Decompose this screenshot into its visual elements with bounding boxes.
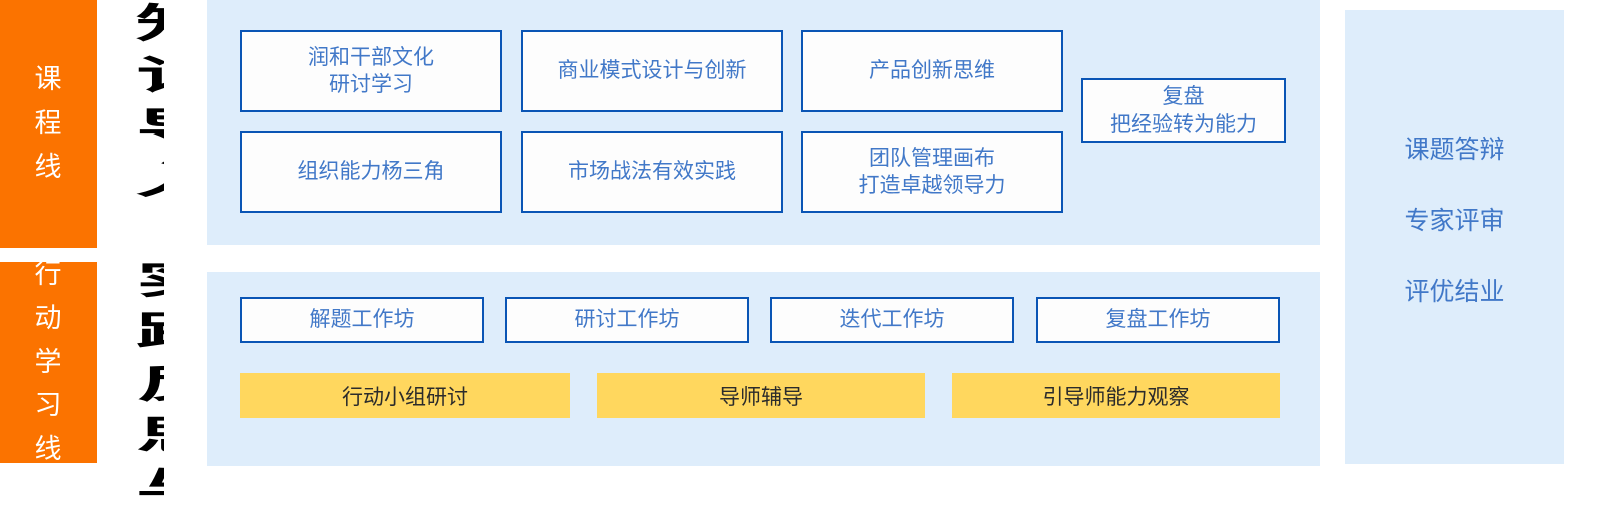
stage-label-text: 实践反思与赋能	[121, 258, 164, 509]
course-box-label: 复盘 把经验转为能力	[1110, 85, 1257, 136]
workshop-box-3[interactable]: 迭代工作坊	[770, 297, 1014, 343]
track-label-course-line: 课 程 线	[0, 0, 97, 248]
track-char: 动	[34, 302, 63, 333]
course-box-1[interactable]: 润和干部文化 研讨学习	[240, 30, 502, 112]
workshop-label: 复盘工作坊	[1105, 308, 1211, 332]
workshop-box-1[interactable]: 解题工作坊	[240, 297, 484, 343]
course-box-label: 组织能力杨三角	[297, 160, 445, 184]
course-box-label: 团队管理画布 打造卓越领导力	[858, 146, 1006, 197]
workshop-label: 迭代工作坊	[839, 308, 945, 332]
stage-label-text: 知识导入	[121, 2, 164, 210]
track-char: 行	[34, 259, 63, 290]
track-char: 程	[34, 108, 63, 139]
track-char: 习	[34, 390, 63, 421]
evaluation-item-expert-review[interactable]: 专家评审	[1404, 207, 1505, 235]
track-label-action-learning-line: 行 动 学 习 线	[0, 259, 97, 464]
track-char: 课	[34, 64, 63, 95]
evaluation-panel	[1345, 10, 1564, 464]
activity-bar-1[interactable]: 行动小组研讨	[240, 373, 570, 418]
track-char: 线	[34, 151, 63, 182]
course-box-4[interactable]: 组织能力杨三角	[240, 131, 502, 213]
course-box-review[interactable]: 复盘 把经验转为能力	[1081, 78, 1286, 143]
course-box-label: 市场战法有效实践	[568, 160, 736, 184]
course-box-6[interactable]: 团队管理画布 打造卓越领导力	[801, 131, 1063, 213]
stage-label-knowledge-input: 知识导入	[112, 2, 164, 246]
track-char: 学	[34, 346, 63, 377]
activity-label: 引导师能力观察	[1042, 385, 1190, 409]
course-box-label: 商业模式设计与创新	[557, 59, 747, 83]
workshop-label: 研讨工作坊	[574, 308, 680, 332]
activity-bar-2[interactable]: 导师辅导	[597, 373, 925, 418]
activity-bar-3[interactable]: 引导师能力观察	[952, 373, 1280, 418]
evaluation-item-graduation[interactable]: 评优结业	[1404, 278, 1505, 306]
workshop-box-2[interactable]: 研讨工作坊	[505, 297, 749, 343]
course-box-5[interactable]: 市场战法有效实践	[521, 131, 783, 213]
workshop-label: 解题工作坊	[309, 308, 415, 332]
course-box-2[interactable]: 商业模式设计与创新	[521, 30, 783, 112]
evaluation-item-defense[interactable]: 课题答辩	[1404, 136, 1505, 164]
track-char: 线	[34, 434, 63, 465]
activity-label: 行动小组研讨	[342, 385, 468, 409]
course-box-label: 润和干部文化 研讨学习	[308, 45, 434, 96]
course-box-label: 产品创新思维	[869, 59, 995, 83]
course-box-3[interactable]: 产品创新思维	[801, 30, 1063, 112]
activity-label: 导师辅导	[719, 385, 803, 409]
workshop-box-4[interactable]: 复盘工作坊	[1036, 297, 1280, 343]
stage-label-practice-reflection: 实践反思与赋能	[112, 258, 164, 509]
